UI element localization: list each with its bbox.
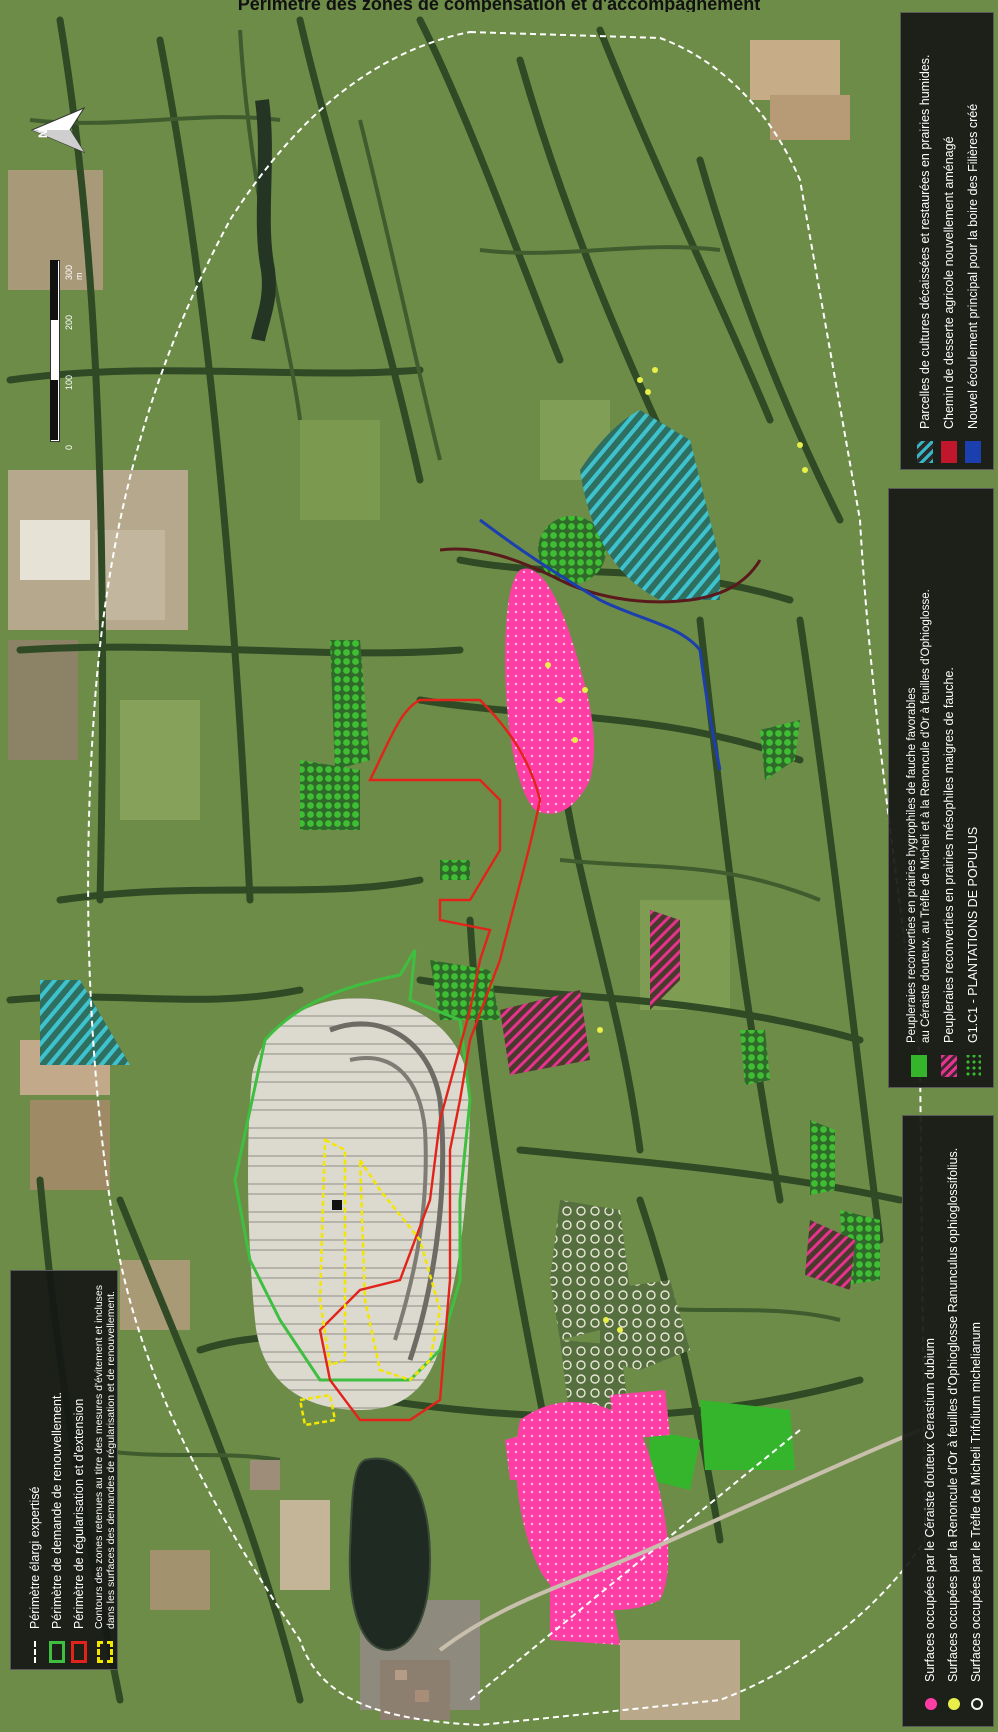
- pink-dot-swatch: [924, 1698, 937, 1710]
- scale-tick-0: 0: [64, 444, 74, 450]
- legend-label: Périmètre élargi expertisé: [27, 1486, 42, 1629]
- legend-item-cerastium: Surfaces occupées par le Céraiste douteu…: [923, 1126, 938, 1716]
- quarry-benches-inner: [349, 1056, 428, 1341]
- lake: [348, 1457, 432, 1652]
- mesophile-meadows: [500, 910, 855, 1290]
- yellow-dot-swatch: [947, 1698, 960, 1710]
- legend-item-expertised-perimeter: Périmètre élargi expertisé: [27, 1279, 43, 1663]
- agricultural-path: [439, 547, 762, 604]
- legend-item-agricultural-path: Chemin de desserte agricole nouvellement…: [941, 21, 957, 463]
- legend-item-restored-wet-meadows: Parcelles de cultures décaissées et rest…: [917, 21, 933, 463]
- legend-item-mesophile-meadows: Peupleraies reconverties en prairies més…: [941, 499, 957, 1077]
- new-stream: [479, 518, 722, 771]
- renewal-perimeter: [233, 949, 472, 1382]
- legend-label: Parcelles de cultures décaissées et rest…: [917, 54, 932, 430]
- legend-works-content: Parcelles de cultures décaissées et rest…: [913, 21, 987, 463]
- pink-hatch-swatch: [941, 1055, 957, 1077]
- legend-species-content: Surfaces occupées par le Céraiste douteu…: [917, 1126, 989, 1716]
- legend-label: G1.C1 - PLANTATIONS DE POPULUS: [965, 826, 980, 1043]
- river: [251, 99, 276, 342]
- legend-label: Surfaces occupées par la Renoncule d'Or …: [946, 1147, 960, 1682]
- green-outline-swatch: [49, 1641, 65, 1663]
- hygrophile-meadows: [650, 1400, 795, 1490]
- legend-item-renewal-perimeter: Périmètre de demande de renouvellement.: [49, 1279, 65, 1663]
- regularisation-perimeter: [318, 698, 542, 1422]
- legend-perimeters-content: Périmètre élargi expertisé Périmètre de …: [21, 1279, 117, 1663]
- avoidance-contours: [298, 1138, 442, 1427]
- legend-label: Nouvel écoulement principal pour la boir…: [965, 103, 980, 429]
- legend-label: Peupleraies reconverties en prairies més…: [941, 667, 956, 1043]
- legend-label: Surfaces occupées par le Trèfle de Miche…: [969, 1322, 983, 1682]
- legend-item-ranunculus: Surfaces occupées par la Renoncule d'Or …: [946, 1126, 961, 1716]
- restored-wet-meadows: [40, 410, 720, 1065]
- legend-item-avoidance-contours: Contours des zones retenues au titre des…: [93, 1279, 117, 1663]
- scale-bar-segment: [50, 260, 58, 320]
- red-solid-swatch: [941, 441, 957, 463]
- yellow-dashed-swatch: [97, 1641, 113, 1663]
- quarry-building: [332, 1200, 342, 1210]
- perimeter-road-edge: [469, 1429, 801, 1701]
- legend-label: Surfaces occupées par le Céraiste douteu…: [923, 1338, 937, 1682]
- scale-bar: 0 100 200 300 m: [40, 250, 84, 450]
- village: [250, 1460, 450, 1720]
- legend-label: Chemin de desserte agricole nouvellement…: [941, 136, 956, 429]
- legend-label: Périmètre de régularisation et d'extensi…: [71, 1398, 86, 1629]
- cerastium-areas: [505, 568, 670, 1645]
- legend-item-hygrophile-meadows: Peupleraies reconverties en prairies hyg…: [905, 499, 933, 1077]
- legend-species: Surfaces occupées par le Céraiste douteu…: [902, 1115, 994, 1727]
- scale-tick-100: 100: [64, 374, 74, 390]
- legend-item-trifolium: Surfaces occupées par le Trèfle de Miche…: [969, 1126, 984, 1716]
- cyan-hatch-swatch: [917, 441, 933, 463]
- green-fill-swatch: [911, 1055, 927, 1077]
- legend-label: Périmètre de demande de renouvellement.: [49, 1392, 64, 1629]
- green-dots-swatch: [965, 1055, 981, 1077]
- quarry: [248, 998, 470, 1410]
- legend-label: Peupleraies reconverties en prairies hyg…: [906, 589, 932, 1043]
- north-arrow-icon: [30, 106, 86, 154]
- legend-item-populus-plantations: G1.C1 - PLANTATIONS DE POPULUS: [965, 499, 981, 1077]
- scale-bar-segment: [50, 380, 58, 440]
- ranunculus-areas: [545, 367, 808, 1333]
- legend-poplars: Peupleraies reconverties en prairies hyg…: [888, 488, 994, 1088]
- dashed-line-swatch: [34, 1641, 36, 1663]
- north-arrow: N: [22, 100, 92, 160]
- north-label: N: [36, 129, 50, 138]
- poplar-plantations: [300, 516, 880, 1285]
- page-title: Périmètre des zones de compensation et d…: [237, 0, 761, 12]
- main-road: [438, 1428, 921, 1652]
- legend-poplars-content: Peupleraies reconverties en prairies hyg…: [901, 499, 989, 1077]
- red-outline-swatch: [71, 1641, 87, 1663]
- white-ring-swatch: [970, 1698, 983, 1710]
- legend-works: Parcelles de cultures décaissées et rest…: [900, 12, 994, 470]
- legend-item-new-stream: Nouvel écoulement principal pour la boir…: [965, 21, 981, 463]
- legend-perimeters: Périmètre élargi expertisé Périmètre de …: [10, 1270, 118, 1670]
- trifolium-areas: [550, 1200, 690, 1420]
- expertised-perimeter: [87, 30, 927, 1727]
- blue-solid-swatch: [965, 441, 981, 463]
- scale-tick-200: 200: [64, 314, 74, 330]
- quarry-benches: [329, 1021, 446, 1361]
- legend-label: Contours des zones retenues au titre des…: [93, 1284, 117, 1629]
- scale-tick-300: 300 m: [64, 264, 84, 280]
- legend-item-regularisation-perimeter: Périmètre de régularisation et d'extensi…: [71, 1279, 87, 1663]
- farmland-fields: [8, 40, 850, 1720]
